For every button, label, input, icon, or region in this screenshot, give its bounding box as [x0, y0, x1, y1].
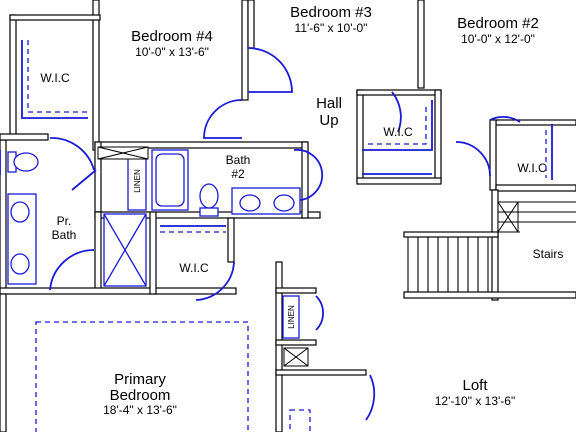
room-labels: Bedroom #4 10'-0" x 13'-6" Bedroom #3 11…	[40, 4, 563, 417]
bedroom3-size: 11'-6" x 10'-0"	[295, 21, 368, 35]
wic-bed2-label: W.I.C	[517, 161, 547, 175]
bedroom2-size: 10'-0" x 12'-0"	[461, 32, 535, 46]
stairs-label: Stairs	[533, 247, 564, 261]
linen-bath-label: LINEN	[133, 169, 142, 193]
closet-details	[21, 40, 553, 233]
bedroom3-name: Bedroom #3	[290, 4, 372, 21]
bedroom4-size: 10'-0" x 13'-6"	[135, 45, 209, 59]
loft-name: Loft	[462, 377, 488, 394]
wic-center-label: W.I.C	[179, 261, 209, 275]
loft-size: 12'-10" x 13'-6"	[435, 394, 515, 408]
hall-up-label: Up	[319, 112, 338, 129]
loft-closet-outline	[289, 409, 311, 432]
bedroom4-name: Bedroom #4	[131, 28, 213, 45]
wic-left-label: W.I.C	[40, 71, 70, 85]
hall-label: Hall	[316, 95, 342, 112]
doors	[0, 47, 521, 421]
bath2-number: #2	[231, 167, 245, 181]
pr-bath-label-1: Pr.	[57, 214, 72, 228]
primary-bedroom-line2: Bedroom	[110, 387, 171, 404]
wic-bed3-label: W.I.C	[383, 125, 413, 139]
bath2-label: Bath	[226, 153, 251, 167]
linen-hall-label: LINEN	[287, 305, 296, 329]
bedroom2-name: Bedroom #2	[457, 15, 539, 32]
primary-bedroom-line1: Primary	[114, 371, 166, 388]
fixtures	[7, 146, 519, 367]
primary-bedroom-size: 18'-4" x 13'-6"	[103, 403, 177, 417]
tray-ceiling-outline	[35, 321, 249, 432]
stairs-treads	[407, 201, 576, 292]
pr-bath-label-2: Bath	[52, 228, 77, 242]
